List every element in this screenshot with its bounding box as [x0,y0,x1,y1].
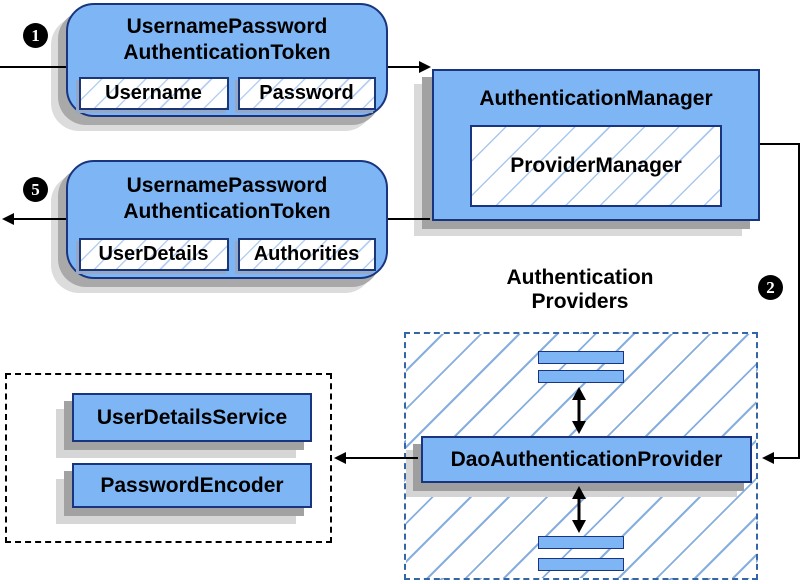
result-token-node: UsernamePassword AuthenticationToken Use… [66,160,388,279]
request-token-node: UsernamePassword AuthenticationToken Use… [66,3,388,117]
result-token-title-line1: UsernamePassword [126,174,328,197]
userdetails-field-box: UserDetails [78,238,229,271]
step-1-badge: 1 [23,23,48,48]
line-manager-to-dao-provider [760,143,800,459]
arrowhead-into-authentication-manager [419,61,431,73]
providers-heading-line1: Authentication [506,266,654,289]
step-5-badge: 5 [23,177,48,202]
provider-list-bar-top-2 [538,370,624,383]
providers-heading: Authentication Providers [450,266,710,314]
password-field-box: Password [237,77,376,110]
request-token-fields: Username Password [78,77,376,110]
authorities-field-box: Authorities [237,238,376,271]
provider-list-bar-bottom-1 [538,536,624,549]
result-token-title-line2: AuthenticationToken [123,200,331,223]
request-token-title-line1: UsernamePassword [126,15,328,38]
arrowhead-result-out-left [2,213,14,225]
user-details-service-node: UserDetailsService [72,393,312,442]
provider-manager-node: ProviderManager [470,125,722,207]
providers-heading-line2: Providers [531,290,629,313]
provider-list-bar-top-1 [538,351,624,364]
request-token-title-line2: AuthenticationToken [123,41,331,64]
provider-manager-label: ProviderManager [510,154,682,177]
dao-authentication-provider-node: DaoAuthenticationProvider [421,436,752,483]
result-token-title: UsernamePassword AuthenticationToken [68,162,386,225]
arrowhead-into-dao-provider [762,452,774,464]
request-token-title: UsernamePassword AuthenticationToken [68,5,386,66]
step-2-badge: 2 [758,275,783,300]
password-encoder-node: PasswordEncoder [72,463,312,508]
dao-authentication-provider-label: DaoAuthenticationProvider [450,448,723,471]
providers-container: DaoAuthenticationProvider [404,332,758,580]
username-field-box: Username [78,77,229,110]
provider-list-bar-bottom-2 [538,558,624,571]
result-token-fields: UserDetails Authorities [78,238,376,271]
authentication-manager-node: AuthenticationManager ProviderManager [432,69,760,221]
authentication-manager-title: AuthenticationManager [479,87,713,110]
arrowhead-into-services [334,452,346,464]
